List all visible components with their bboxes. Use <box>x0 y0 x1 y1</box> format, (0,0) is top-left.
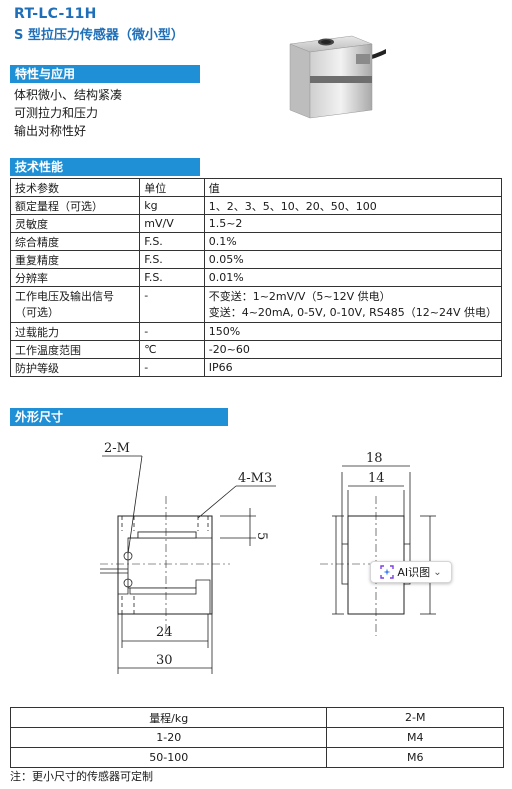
cell: -20~60 <box>203 340 503 359</box>
label-thread-front: 2-M <box>104 441 130 456</box>
cell: 1.5~2 <box>203 214 503 233</box>
product-image <box>289 35 386 119</box>
cell: IP66 <box>203 358 503 377</box>
chevron-down-icon: ⌄ <box>433 566 442 578</box>
table-row: 综合精度 F.S. 0.1% <box>9 232 503 251</box>
cell-line: 变送：4~20mA, 0-5V, 0-10V, RS485（12~24V 供电） <box>208 305 497 319</box>
product-model: RT-LC-11H <box>14 6 97 22</box>
table-row: 1-20 M4 <box>9 727 504 748</box>
cell: F.S. <box>139 268 205 287</box>
cell: F.S. <box>139 232 205 251</box>
cell: M4 <box>326 727 504 748</box>
dimension-section-bar: 外形尺寸 <box>10 408 228 426</box>
table-header-row: 量程/kg 2-M <box>9 707 504 728</box>
header-cell: 2-M <box>326 707 504 728</box>
feature-item: 输出对称性好 <box>14 124 87 138</box>
cell: M6 <box>326 747 504 768</box>
table-row: 工作温度范围 ℃ -20~60 <box>9 340 503 359</box>
table-row: 重复精度 F.S. 0.05% <box>9 250 503 269</box>
table-row: 灵敏度 mV/V 1.5~2 <box>9 214 503 233</box>
cell: 0.05% <box>203 250 503 269</box>
cell: 重复精度 <box>9 250 141 269</box>
cell: kg <box>139 196 205 215</box>
cell: - <box>139 358 205 377</box>
cell: 0.01% <box>203 268 503 287</box>
cell: 不变送：1~2mV/V（5~12V 供电） 变送：4~20mA, 0-5V, 0… <box>203 286 503 323</box>
cell-line: 工作电压及输出信号 <box>15 289 114 303</box>
label-thread-top: 4-M3 <box>238 471 272 486</box>
cell: F.S. <box>139 250 205 269</box>
label-dim-14: 14 <box>368 471 385 486</box>
ai-recognize-button[interactable]: AI识图 ⌄ <box>370 561 452 583</box>
cell: 额定量程（可选） <box>9 196 141 215</box>
label-dim-24: 24 <box>156 625 173 640</box>
cell-line: 不变送：1~2mV/V（5~12V 供电） <box>208 289 391 303</box>
cell: 综合精度 <box>9 232 141 251</box>
cell: 过载能力 <box>9 322 141 341</box>
label-dim-5: 5 <box>254 532 269 540</box>
table-row-voltage: 工作电压及输出信号 （可选） - 不变送：1~2mV/V（5~12V 供电） 变… <box>9 286 503 323</box>
label-dim-30: 30 <box>156 653 173 668</box>
cell: 0.1% <box>203 232 503 251</box>
ai-button-label: AI识图 <box>397 566 431 579</box>
cell: mV/V <box>139 214 205 233</box>
feature-item: 体积微小、结构紧凑 <box>14 88 123 102</box>
cell: ℃ <box>139 340 205 359</box>
table-row: 额定量程（可选） kg 1、2、3、5、10、20、50、100 <box>9 196 503 215</box>
cell: - <box>139 286 205 323</box>
header-cell: 值 <box>203 178 503 197</box>
cell: 1、2、3、5、10、20、50、100 <box>203 196 503 215</box>
label-dim-18: 18 <box>366 451 383 466</box>
table-row: 防护等级 - IP66 <box>9 358 503 377</box>
table-row: 分辨率 F.S. 0.01% <box>9 268 503 287</box>
header-cell: 单位 <box>139 178 205 197</box>
feature-item: 可测拉力和压力 <box>14 106 99 120</box>
cell: 灵敏度 <box>9 214 141 233</box>
header-cell: 量程/kg <box>9 707 328 728</box>
cell: 150% <box>203 322 503 341</box>
footnote: 注：更小尺寸的传感器可定制 <box>10 770 153 783</box>
header-cell: 技术参数 <box>9 178 141 197</box>
cell: 防护等级 <box>9 358 141 377</box>
spec-section-bar: 技术性能 <box>10 158 200 176</box>
table-header-row: 技术参数 单位 值 <box>9 178 503 197</box>
cell: 工作温度范围 <box>9 340 141 359</box>
spec-table: 技术参数 单位 值 额定量程（可选） kg 1、2、3、5、10、20、50、1… <box>9 178 503 377</box>
cell: 1-20 <box>9 727 328 748</box>
table-row: 50-100 M6 <box>9 747 504 768</box>
thread-table: 量程/kg 2-M 1-20 M4 50-100 M6 <box>9 707 504 768</box>
product-subtitle: S 型拉压力传感器（微小型） <box>14 28 184 43</box>
cell: 工作电压及输出信号 （可选） <box>9 286 141 323</box>
cell-line: （可选） <box>15 305 59 319</box>
ai-scan-icon <box>380 565 395 579</box>
cell: - <box>139 322 205 341</box>
cell: 50-100 <box>9 747 328 768</box>
features-section-bar: 特性与应用 <box>10 65 200 83</box>
table-row: 过载能力 - 150% <box>9 322 503 341</box>
cell: 分辨率 <box>9 268 141 287</box>
